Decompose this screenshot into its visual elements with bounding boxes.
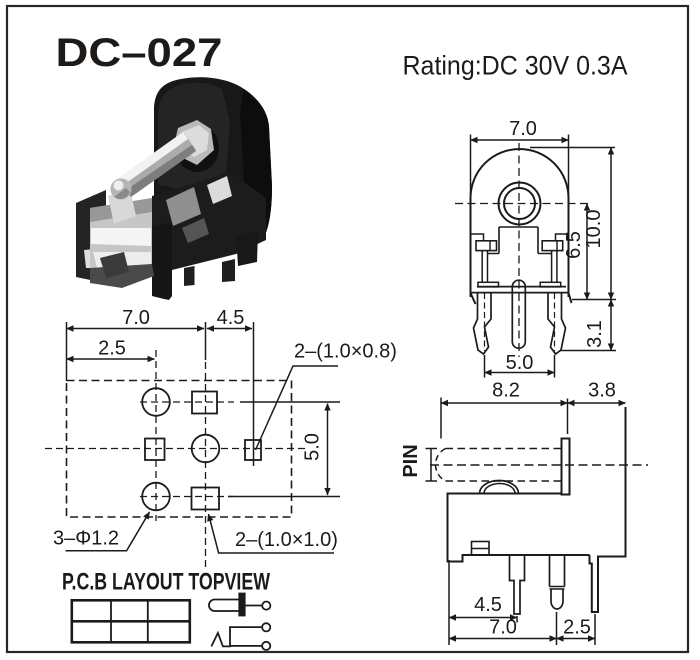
svg-text:5.0: 5.0 [506, 352, 534, 374]
svg-text:Rating:DC 30V 0.3A: Rating:DC 30V 0.3A [403, 51, 628, 81]
svg-text:3–Φ1.2: 3–Φ1.2 [53, 528, 119, 550]
svg-text:P.C.B LAYOUT TOPVIEW: P.C.B LAYOUT TOPVIEW [62, 569, 270, 596]
svg-text:3.1: 3.1 [584, 320, 606, 348]
svg-text:2.5: 2.5 [563, 617, 591, 639]
svg-text:7.0: 7.0 [489, 617, 517, 639]
svg-text:2–(1.0×1.0): 2–(1.0×1.0) [235, 529, 338, 551]
svg-text:4.5: 4.5 [217, 307, 245, 329]
svg-text:PIN: PIN [400, 444, 422, 477]
svg-text:5.0: 5.0 [302, 433, 324, 461]
svg-text:DC–027: DC–027 [56, 31, 223, 75]
svg-text:3.8: 3.8 [588, 380, 616, 402]
svg-text:6.5: 6.5 [563, 231, 585, 259]
svg-text:2–(1.0×0.8): 2–(1.0×0.8) [294, 341, 397, 363]
svg-text:8.2: 8.2 [492, 380, 520, 402]
svg-text:7.0: 7.0 [509, 118, 537, 140]
svg-text:2.5: 2.5 [98, 338, 126, 360]
svg-text:7.0: 7.0 [122, 307, 150, 329]
svg-text:10.0: 10.0 [583, 210, 605, 249]
svg-text:4.5: 4.5 [474, 594, 502, 616]
